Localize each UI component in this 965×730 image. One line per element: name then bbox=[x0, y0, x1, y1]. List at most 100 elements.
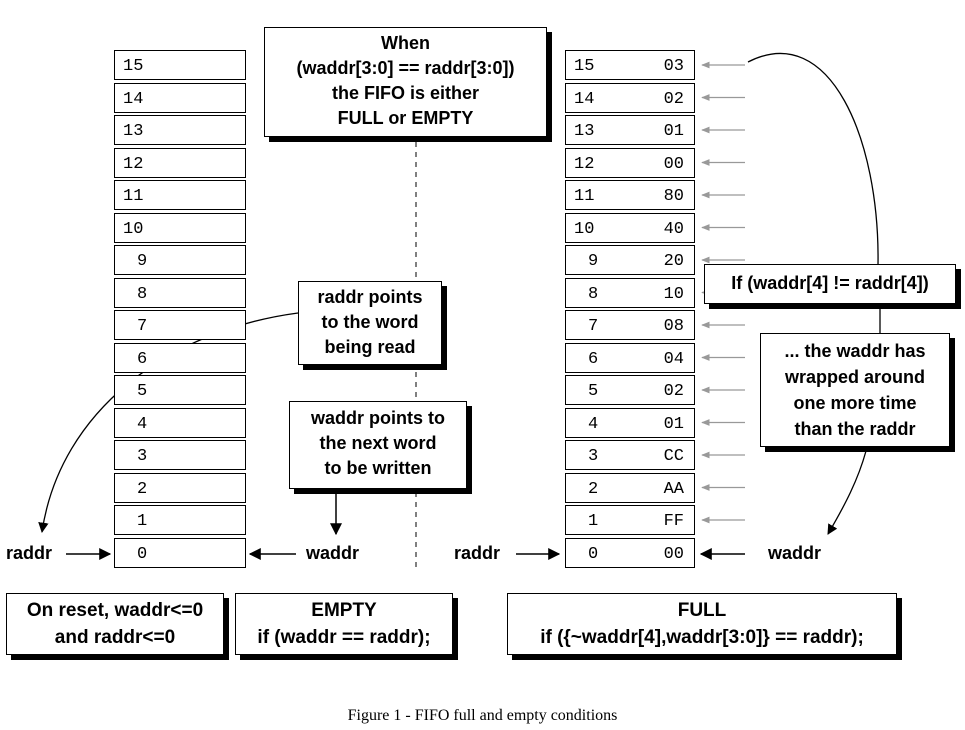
left-fifo-row-index: 2 bbox=[137, 479, 148, 499]
left-fifo-row-3: 3 bbox=[114, 440, 246, 470]
left-fifo-row-index: 10 bbox=[123, 219, 144, 239]
right-fifo-row-value: 80 bbox=[663, 187, 684, 206]
left-fifo-row-0: 0 bbox=[114, 537, 246, 568]
full-expression: if ({~waddr[4],waddr[3:0]} == raddr); bbox=[540, 627, 864, 648]
raddr-note-line: raddr points bbox=[317, 287, 423, 307]
left-fifo-row-10: 10 bbox=[114, 212, 246, 243]
right-fifo-row-value: 00 bbox=[663, 154, 684, 174]
when-note-line: the FIFO is either bbox=[331, 83, 480, 103]
wrapped-note-line: one more time bbox=[793, 393, 917, 413]
right-fifo-row-index: 2 bbox=[588, 479, 599, 499]
reset-line: On reset, waddr<=0 bbox=[26, 600, 204, 621]
right-fifo-row-index: 5 bbox=[588, 382, 599, 401]
empty-condition-box: EMPTY if (waddr == raddr); bbox=[235, 593, 453, 655]
wrap-arrow bbox=[827, 450, 867, 535]
left-fifo-row-4: 4 bbox=[114, 407, 246, 438]
right-fifo-row-index: 11 bbox=[574, 187, 595, 206]
right-fifo-row-index: 12 bbox=[574, 154, 595, 174]
left-fifo-row-5: 5 bbox=[114, 375, 246, 405]
left-fifo-row-index: 12 bbox=[123, 154, 144, 174]
right-fifo-row-value: 02 bbox=[663, 89, 684, 109]
empty-title: EMPTY bbox=[311, 600, 377, 621]
left-fifo-row-index: 4 bbox=[137, 414, 148, 434]
msb-check-line: If (waddr[4] != raddr[4]) bbox=[731, 273, 929, 293]
right-fifo-row-8: 8 10 bbox=[565, 277, 695, 308]
right-fifo-row-value: 01 bbox=[663, 414, 684, 434]
right-fifo-row-value: 20 bbox=[663, 252, 684, 271]
right-fifo-row-index: 14 bbox=[574, 89, 595, 109]
wrapped-note-line: wrapped around bbox=[784, 367, 925, 387]
wrap-curve bbox=[747, 52, 879, 266]
right-fifo-row-13: 13 01 bbox=[565, 115, 695, 145]
when-note-line: When bbox=[381, 33, 430, 53]
left-fifo-row-index: 1 bbox=[137, 512, 148, 531]
right-fifo-row-index: 4 bbox=[588, 414, 599, 434]
right-fifo-row-12: 12 00 bbox=[565, 147, 695, 178]
right-fifo-row-value: 10 bbox=[663, 284, 684, 304]
reset-line: and raddr<=0 bbox=[54, 627, 176, 648]
right-fifo-row-value: CC bbox=[663, 447, 684, 466]
waddr-note-line: waddr points to bbox=[311, 408, 445, 428]
right-fifo-row-value: 01 bbox=[663, 122, 684, 141]
left-fifo-row-1: 1 bbox=[114, 505, 246, 535]
left-waddr-label: waddr bbox=[306, 543, 360, 563]
right-fifo-row-value: 40 bbox=[663, 219, 684, 239]
wrapped-note: ... the waddr has wrapped around one mor… bbox=[760, 333, 950, 447]
right-fifo-row-2: 2 AA bbox=[565, 472, 695, 503]
waddr-note-line: the next word bbox=[319, 433, 437, 453]
when-note: When (waddr[3:0] == raddr[3:0]) the FIFO… bbox=[264, 27, 547, 137]
waddr-points-note: waddr points to the next word to be writ… bbox=[289, 401, 467, 489]
right-fifo-row-index: 7 bbox=[588, 317, 599, 336]
left-fifo-row-index: 0 bbox=[137, 544, 148, 564]
when-note-line: (waddr[3:0] == raddr[3:0]) bbox=[296, 58, 515, 78]
raddr-note-line: being read bbox=[324, 337, 416, 357]
left-fifo-row-index: 3 bbox=[137, 447, 148, 466]
empty-expression: if (waddr == raddr); bbox=[257, 627, 431, 648]
left-fifo-row-12: 12 bbox=[114, 147, 246, 178]
right-fifo-row-6: 6 04 bbox=[565, 342, 695, 373]
right-fifo-row-10: 10 40 bbox=[565, 212, 695, 243]
left-fifo-row-8: 8 bbox=[114, 277, 246, 308]
left-fifo-row-index: 8 bbox=[137, 284, 148, 304]
full-condition-box: FULL if ({~waddr[4],waddr[3:0]} == raddr… bbox=[507, 593, 897, 655]
right-fifo-row-index: 15 bbox=[574, 57, 595, 76]
when-note-line: FULL or EMPTY bbox=[337, 108, 474, 128]
left-fifo-row-index: 11 bbox=[123, 187, 144, 206]
left-fifo-row-9: 9 bbox=[114, 245, 246, 275]
wrapped-note-line: ... the waddr has bbox=[784, 341, 926, 361]
right-fifo-row-index: 13 bbox=[574, 122, 595, 141]
left-fifo-row-13: 13 bbox=[114, 115, 246, 145]
left-fifo-row-index: 5 bbox=[137, 382, 148, 401]
right-fifo-row-value: FF bbox=[663, 512, 684, 531]
right-fifo-row-index: 6 bbox=[588, 349, 599, 369]
left-fifo-row-7: 7 bbox=[114, 310, 246, 340]
raddr-note-line: to the word bbox=[321, 312, 419, 332]
write-arrows bbox=[701, 61, 745, 524]
right-fifo-row-value: AA bbox=[663, 479, 684, 499]
right-fifo-row-value: 03 bbox=[663, 57, 684, 76]
left-fifo-row-index: 13 bbox=[123, 122, 144, 141]
right-fifo-row-value: 02 bbox=[663, 382, 684, 401]
right-fifo-row-index: 8 bbox=[588, 284, 599, 304]
right-fifo-row-5: 5 02 bbox=[565, 375, 695, 405]
left-fifo-row-2: 2 bbox=[114, 472, 246, 503]
right-fifo-row-14: 14 02 bbox=[565, 82, 695, 113]
left-fifo-row-index: 7 bbox=[137, 317, 148, 336]
right-waddr-label: waddr bbox=[768, 543, 822, 563]
left-fifo-row-index: 6 bbox=[137, 349, 148, 369]
left-raddr-label: raddr bbox=[6, 543, 53, 563]
right-fifo-row-index: 0 bbox=[588, 544, 599, 564]
right-fifo-row-value: 00 bbox=[663, 544, 684, 564]
left-fifo-row-15: 15 bbox=[114, 50, 246, 80]
right-fifo-row-index: 10 bbox=[574, 219, 595, 239]
left-fifo-row-index: 15 bbox=[123, 57, 144, 76]
left-fifo-row-11: 11 bbox=[114, 180, 246, 210]
figure-caption: Figure 1 - FIFO full and empty condition… bbox=[347, 707, 618, 724]
right-fifo-row-value: 04 bbox=[663, 349, 684, 369]
